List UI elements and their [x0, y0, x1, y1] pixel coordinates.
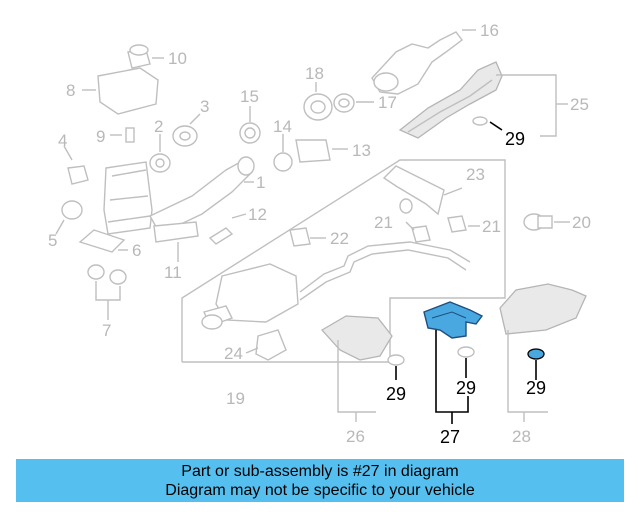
part-20-clamp[interactable] — [523, 213, 570, 231]
part-23-bracket[interactable] — [382, 165, 463, 216]
callout-5: 5 — [48, 231, 57, 250]
part-11-flex-pipe[interactable] — [153, 221, 199, 262]
callout-16: 16 — [480, 21, 499, 40]
part-13-clamp[interactable] — [295, 139, 348, 163]
callout-20: 20 — [572, 213, 591, 232]
part-18-flange[interactable] — [303, 82, 333, 121]
part-21-hanger-b[interactable] — [447, 215, 480, 233]
part-25-heat-shield[interactable] — [398, 61, 503, 139]
part-16-front-pipe[interactable] — [371, 29, 476, 95]
part-29-ring-a[interactable] — [472, 116, 488, 126]
bracket-25 — [496, 74, 557, 137]
callout-21-a: 21 — [374, 213, 393, 232]
callout-29-d: 29 — [526, 378, 546, 398]
part-3-gasket[interactable] — [172, 113, 201, 147]
callout-15: 15 — [240, 87, 259, 106]
callout-7: 7 — [102, 321, 111, 340]
info-banner: Part or sub-assembly is #27 in diagram D… — [16, 459, 624, 502]
part-14-gasket[interactable] — [273, 134, 293, 172]
callout-28: 28 — [512, 427, 531, 446]
part-1-catalyst-housing[interactable] — [103, 161, 153, 235]
part-6-plate[interactable] — [78, 229, 128, 253]
part-26-heat-shield[interactable] — [320, 315, 393, 361]
callout-24: 24 — [224, 344, 243, 363]
callout-4: 4 — [58, 131, 67, 150]
part-21-hanger-a[interactable] — [405, 221, 431, 243]
callout-22: 22 — [330, 229, 349, 248]
callout-8: 8 — [66, 81, 75, 100]
part-12-bolt[interactable] — [208, 213, 247, 245]
bracket-27 — [435, 330, 469, 413]
part-22-hanger[interactable] — [289, 227, 326, 247]
callout-25: 25 — [570, 95, 589, 114]
callout-27: 27 — [440, 427, 460, 447]
callout-11: 11 — [164, 263, 182, 282]
part-27-heat-shield-highlighted[interactable] — [423, 301, 484, 339]
callout-29-a: 29 — [505, 129, 525, 149]
callout-26: 26 — [346, 427, 365, 446]
assembly-outline-19 — [181, 159, 506, 363]
part-5-grommet[interactable] — [55, 200, 83, 235]
callout-21-b: 21 — [482, 217, 501, 236]
part-29-ring-d[interactable] — [527, 348, 545, 360]
callout-3: 3 — [200, 97, 209, 116]
callout-14: 14 — [273, 117, 292, 136]
exhaust-system-diagram: 10 8 3 9 2 4 15 14 13 1 12 5 6 11 7 16 1… — [48, 21, 591, 447]
part-24-hanger[interactable] — [245, 329, 287, 361]
callout-9: 9 — [96, 127, 105, 146]
callout-6: 6 — [132, 241, 141, 260]
part-28-heat-shield[interactable] — [499, 283, 587, 335]
banner-line-1: Part or sub-assembly is #27 in diagram — [181, 463, 459, 480]
callout-19: 19 — [226, 389, 245, 408]
callout-23: 23 — [466, 165, 485, 184]
banner-line-2: Diagram may not be specific to your vehi… — [165, 482, 475, 499]
part-10-nut[interactable] — [127, 44, 164, 69]
part-8-bracket[interactable] — [82, 67, 159, 115]
part-29-ring-b[interactable] — [387, 354, 405, 366]
part-17-gasket[interactable] — [333, 93, 374, 113]
part-19-muffler[interactable] — [201, 263, 299, 330]
part-7-nuts[interactable] — [87, 264, 127, 320]
part-15-gasket[interactable] — [239, 106, 261, 144]
part-4-bushing[interactable] — [63, 145, 89, 185]
callout-12: 12 — [248, 205, 267, 224]
callout-13: 13 — [352, 141, 371, 160]
callout-29-c: 29 — [456, 378, 476, 398]
callout-17: 17 — [378, 93, 397, 112]
part-19-exhaust-pipe[interactable] — [299, 241, 471, 301]
callout-29-b: 29 — [386, 384, 406, 404]
callout-10: 10 — [168, 49, 187, 68]
part-2-gasket[interactable] — [149, 134, 171, 173]
callout-2: 2 — [154, 117, 163, 136]
part-29-ring-c[interactable] — [457, 346, 475, 358]
callout-18: 18 — [305, 64, 324, 83]
callout-1: 1 — [256, 173, 265, 192]
part-9-pin[interactable] — [110, 127, 135, 143]
